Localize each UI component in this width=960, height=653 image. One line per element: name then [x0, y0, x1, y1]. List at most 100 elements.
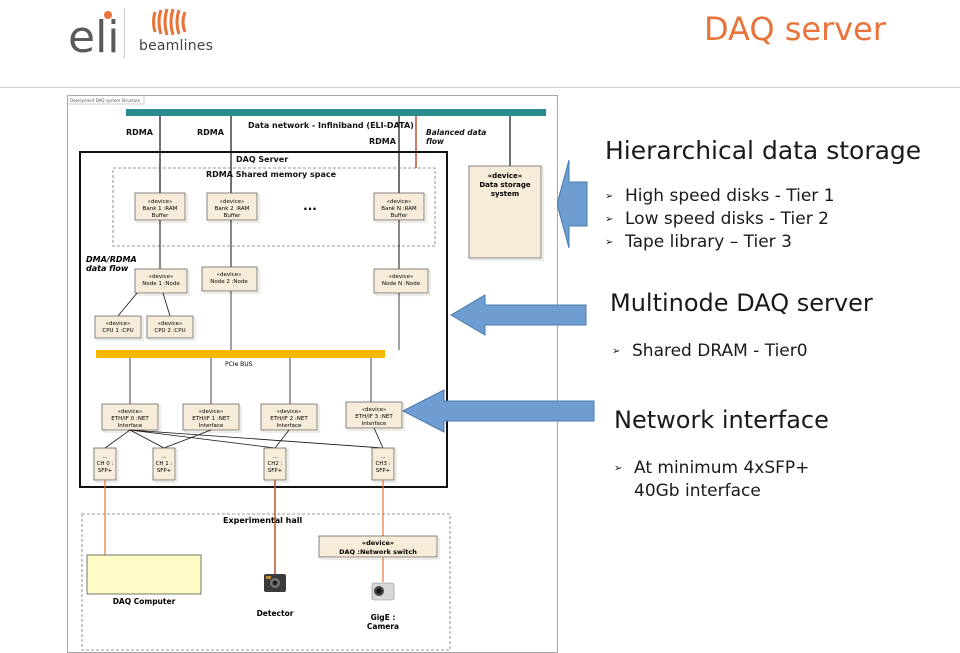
frame-title: Deployment DAQ system Structure: [70, 98, 141, 103]
ch-0-ellipsis: ...: [102, 454, 107, 460]
channel-1: [152, 447, 176, 481]
storage-bullet-1: ➢ High speed disks - Tier 1: [605, 186, 835, 206]
node-n: [373, 268, 429, 294]
bank-1-type: Buffer: [152, 213, 169, 219]
storage-arrow-icon: [557, 160, 588, 248]
bullet-marker-icon: ➢: [605, 237, 614, 248]
ch-0-type: SFP+: [98, 468, 113, 474]
shared-memory-label: RDMA Shared memory space: [206, 170, 337, 179]
eth-2-name: ETH/IF 2 :NET: [270, 416, 308, 422]
eth-0-name: ETH/IF 0 :NET: [111, 416, 149, 422]
pcie-label: PCIe BUS: [225, 361, 253, 368]
rdma-label-1: RDMA: [126, 128, 154, 137]
rdma-label-2: RDMA: [197, 128, 225, 137]
storage-name: Data storage: [479, 181, 531, 189]
storage-bullet-3: ➢ Tape library – Tier 3: [605, 232, 792, 252]
camera-label-line2: Camera: [367, 622, 399, 631]
ch-3-name: CH3 :: [375, 461, 390, 467]
ch-2-name: CH2 :: [267, 461, 282, 467]
network-bullet-1-text: At minimum 4xSFP+: [634, 458, 810, 478]
eth-0-type: Interface: [118, 423, 143, 429]
bank-1-stereotype: «device»: [148, 199, 173, 205]
switch-name: DAQ :Network switch: [339, 548, 417, 556]
storage-bullet-1-text: High speed disks - Tier 1: [625, 186, 835, 206]
daq-computer-label: DAQ Computer: [113, 597, 176, 606]
shared-memory-region: [112, 167, 436, 247]
dma-label-line2: data flow: [86, 264, 129, 273]
bullet-marker-icon: ➢: [614, 463, 623, 474]
eth-3-name: ETH/IF 3 :NET: [355, 414, 393, 420]
switch-stereotype: «device»: [362, 539, 394, 547]
network-arrow-icon: [402, 389, 595, 433]
network-section-title: Network interface: [614, 406, 829, 434]
eli-logo-dot: [104, 11, 112, 19]
cpu-1-name: CPU 1 :CPU: [102, 328, 133, 334]
daq-server-label: DAQ Server: [236, 155, 288, 164]
eli-logo: eli: [68, 6, 120, 63]
rdma-label-3: RDMA: [369, 137, 397, 146]
bullet-marker-icon: ➢: [612, 346, 621, 357]
eth-1-type: Interface: [199, 423, 224, 429]
node-1: [134, 268, 188, 294]
ch-3-ellipsis: ...: [380, 454, 385, 460]
balanced-flow-line1: Balanced data: [426, 128, 486, 137]
dma-label-line1: DMA/RDMA: [86, 255, 137, 264]
eth-0-stereotype: «device»: [118, 409, 143, 415]
daq-server-box: [79, 151, 448, 488]
storage-bullet-2: ➢Low speed disks - Tier 2: [605, 209, 829, 229]
node-n-name: Node N :Node: [382, 281, 421, 287]
storage-type: system: [491, 190, 519, 198]
deployment-diagram: Deployment DAQ system Structure Data net…: [67, 95, 558, 653]
eth-1-name: ETH/IF 1 :NET: [192, 416, 230, 422]
detector-label: Detector: [257, 609, 294, 618]
camera-label-line1: GigE :: [371, 613, 396, 622]
ch-1-ellipsis: ...: [161, 454, 166, 460]
cpu-2: [146, 315, 194, 339]
network-bullet-2-text: 40Gb interface: [634, 481, 761, 501]
multinode-bullet-1-text: Shared DRAM - Tier0: [632, 341, 808, 361]
eth-3-type: Interface: [362, 421, 387, 427]
network-bullet-1: ➢ At minimum 4xSFP+: [614, 458, 809, 478]
eth-3-stereotype: «device»: [362, 407, 387, 413]
bank-2-name: Bank 2 :RAM: [215, 206, 250, 212]
eli-logo-text: eli: [68, 12, 116, 58]
multinode-section-title: Multinode DAQ server: [610, 289, 873, 317]
cpu-2-name: CPU 2 :CPU: [154, 328, 185, 334]
eth-if-0: [101, 403, 159, 431]
bank-2-stereotype: «device»: [220, 199, 245, 205]
node-2-name: Node 2 :Node: [210, 279, 248, 285]
slide-title: DAQ server: [703, 10, 886, 48]
eth-2-stereotype: «device»: [277, 409, 302, 415]
camera-icon: [371, 582, 395, 601]
balanced-flow-line2: flow: [426, 137, 444, 146]
node-n-stereotype: «device»: [389, 274, 414, 280]
infiniband-bus: [126, 109, 546, 116]
header-divider: [0, 87, 960, 88]
cpu-2-stereotype: «device»: [158, 321, 183, 327]
bank-2-type: Buffer: [224, 213, 241, 219]
node-1-name: Node 1 :Node: [142, 281, 180, 287]
storage-section-title: Hierarchical data storage: [605, 136, 922, 165]
pcie-bus: [96, 350, 385, 358]
eth-if-1: [182, 403, 240, 431]
bank-n-stereotype: «device»: [387, 199, 412, 205]
cpu-1: [94, 315, 142, 339]
bullet-marker-icon: ➢: [605, 191, 614, 202]
logo-separator: [124, 8, 125, 58]
beamlines-wave-icon: [152, 8, 188, 36]
node-2-stereotype: «device»: [217, 272, 242, 278]
storage-stereotype: «device»: [488, 172, 523, 180]
network-switch: [318, 535, 438, 558]
ch-0-name: CH 0 :: [97, 461, 114, 467]
multinode-bullet-1: ➢ Shared DRAM - Tier0: [612, 341, 808, 361]
bank-2: [206, 192, 258, 221]
storage-bullet-3-text: Tape library – Tier 3: [625, 232, 792, 252]
daq-computer-box: [86, 554, 202, 595]
ch-2-type: SFP+: [268, 468, 283, 474]
detector-icon: [264, 574, 286, 592]
ch-1-name: CH 1 :: [156, 461, 173, 467]
cpu-1-stereotype: «device»: [106, 321, 131, 327]
storage-bullet-2-text: Low speed disks - Tier 2: [625, 209, 829, 229]
ch-2-ellipsis: ...: [272, 454, 277, 460]
eth-if-2: [260, 403, 318, 431]
